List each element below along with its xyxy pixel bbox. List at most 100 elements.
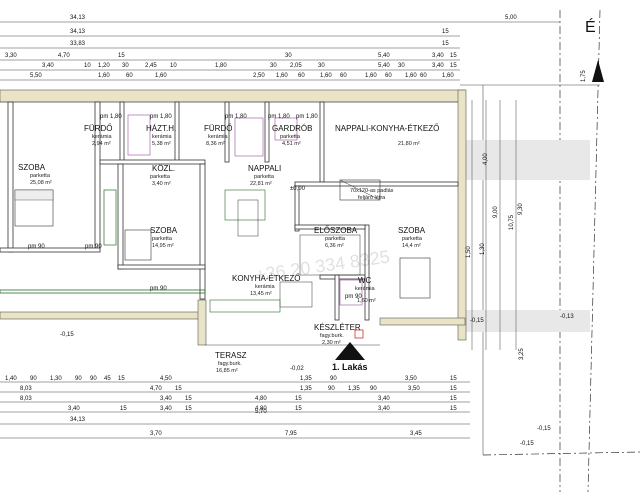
dim-bot-2a: 8,03 xyxy=(20,386,32,392)
dim-right-7: 1,50 xyxy=(466,246,472,258)
furniture xyxy=(14,114,431,339)
dim-bot-1e: 90 xyxy=(90,376,97,382)
room-floor: parketta xyxy=(402,236,423,242)
dim-bot-2d: 1,35 xyxy=(300,386,312,392)
dim-pm-7: pm 90 xyxy=(85,244,102,250)
right-dimensions: 1,75 4,00 9,00 10,75 9,30 3,25 1,50 1,30 xyxy=(466,70,587,360)
room-floor: parketta xyxy=(150,174,171,180)
dim-top-5l: 30 xyxy=(398,63,405,69)
dim-top-6c: 60 xyxy=(126,73,133,79)
top-dimensions: 34,13 5,00 34,13 15 33,83 15 3,30 4,70 1… xyxy=(0,15,560,81)
room-area: 8,36 m² xyxy=(206,141,225,147)
dim-bot-4b: 15 xyxy=(120,406,127,412)
bottom-dimensions: 1,40 90 1,30 90 90 45 15 4,50 1,35 90 3,… xyxy=(0,376,470,439)
dim-top-4g: 15 xyxy=(450,53,457,59)
dim-pm-3: pm 1,80 xyxy=(225,114,247,120)
room-name: NAPPALI xyxy=(248,164,281,173)
room-area: 13,45 m² xyxy=(250,291,272,297)
dim-bot-1k: 3,50 xyxy=(405,376,417,382)
dim-right-5: 9,30 xyxy=(518,203,524,215)
dim-top-5c: 1,20 xyxy=(98,63,110,69)
dim-bot-4d: 15 xyxy=(185,406,192,412)
dim-bot-2f: 1,35 xyxy=(348,386,360,392)
dim-top-1b: 5,00 xyxy=(505,15,517,21)
room-name: HÁZT.H. xyxy=(146,124,176,133)
dim-top-6g: 60 xyxy=(298,73,305,79)
dim-top-6j: 1,60 xyxy=(365,73,377,79)
dim-top-4b: 4,70 xyxy=(58,53,70,59)
dim-top-3a: 33,83 xyxy=(70,41,86,47)
dim-pm-9: pm 90 xyxy=(345,294,362,300)
room-area: 4,51 m² xyxy=(282,141,301,147)
room-floor: kerámia xyxy=(152,134,173,140)
level-4: -0,13 xyxy=(560,314,574,320)
dim-top-6f: 1,60 xyxy=(276,73,288,79)
dim-bot-1b: 90 xyxy=(30,376,37,382)
room-area: 2,30 m² xyxy=(322,340,341,346)
dim-bot-4e: 4,80 xyxy=(255,406,267,412)
dim-top-5i: 2,05 xyxy=(290,63,302,69)
room-area: 6,36 m² xyxy=(325,243,344,249)
dim-top-4f: 3,40 xyxy=(432,53,444,59)
apartment-label: 1. Lakás xyxy=(332,362,368,372)
dim-right-6: 3,25 xyxy=(519,348,525,360)
room-area: 1,60 m² xyxy=(357,298,376,304)
dim-pm-8: pm 90 xyxy=(150,286,167,292)
dim-top-6i: 60 xyxy=(340,73,347,79)
room-floor: parketta xyxy=(30,173,51,179)
dim-top-6k: 60 xyxy=(385,73,392,79)
room-name: GARDRÓB xyxy=(272,124,312,133)
dim-bot-1a: 1,40 xyxy=(5,376,17,382)
dim-bot-2b: 4,70 xyxy=(150,386,162,392)
dim-bot-3e: 15 xyxy=(295,396,302,402)
dim-bot-3b: 3,40 xyxy=(160,396,172,402)
room-area: 14,4 m² xyxy=(402,243,421,249)
dim-bot-2g: 90 xyxy=(370,386,377,392)
room-floor: parketta xyxy=(325,236,346,242)
dim-bot-4a: 3,40 xyxy=(68,406,80,412)
room-floor: fagy.burk. xyxy=(218,361,242,367)
dim-top-5a: 3,40 xyxy=(42,63,54,69)
dim-top-3b: 15 xyxy=(442,41,449,47)
dim-bot-4g: 3,40 xyxy=(378,406,390,412)
level-marks: -0,15 ±0,00 -0,15 -0,13 -0,02 -0,15 -0,1… xyxy=(60,186,574,447)
dim-top-5e: 2,45 xyxy=(145,63,157,69)
plot-boundary xyxy=(460,9,640,492)
dim-bot-3d: 4,80 xyxy=(255,396,267,402)
dim-top-6e: 2,50 xyxy=(253,73,265,79)
dim-right-3: 9,00 xyxy=(493,206,499,218)
dim-top-5m: 3,40 xyxy=(432,63,444,69)
room-area: 22,81 m² xyxy=(250,181,272,187)
dim-top-6h: 1,60 xyxy=(320,73,332,79)
dim-top-6d: 1,60 xyxy=(155,73,167,79)
level-6: -0,15 xyxy=(537,426,551,432)
dim-bot-3f: 3,40 xyxy=(378,396,390,402)
dim-bot-6b: 7,95 xyxy=(285,431,297,437)
room-name: NAPPALI-KONYHA-ÉTKEZŐ xyxy=(335,124,439,133)
dim-top-4c: 15 xyxy=(118,53,125,59)
level-7: -0,15 xyxy=(520,441,534,447)
dim-bot-2c: 15 xyxy=(175,386,182,392)
room-area: 16,85 m² xyxy=(216,368,238,374)
dim-bot-5a: 34,13 xyxy=(70,417,86,423)
dim-bot-6a: 3,70 xyxy=(150,431,162,437)
room-floor: parketta xyxy=(254,174,275,180)
room-area: 14,95 m² xyxy=(152,243,174,249)
dim-top-5k: 5,40 xyxy=(378,63,390,69)
building-walls xyxy=(0,89,467,346)
dim-top-4a: 3,30 xyxy=(5,53,17,59)
level-2: ±0,00 xyxy=(290,186,306,192)
dim-top-6a: 5,50 xyxy=(30,73,42,79)
dim-top-2b: 15 xyxy=(442,29,449,35)
compass: É xyxy=(585,17,604,82)
